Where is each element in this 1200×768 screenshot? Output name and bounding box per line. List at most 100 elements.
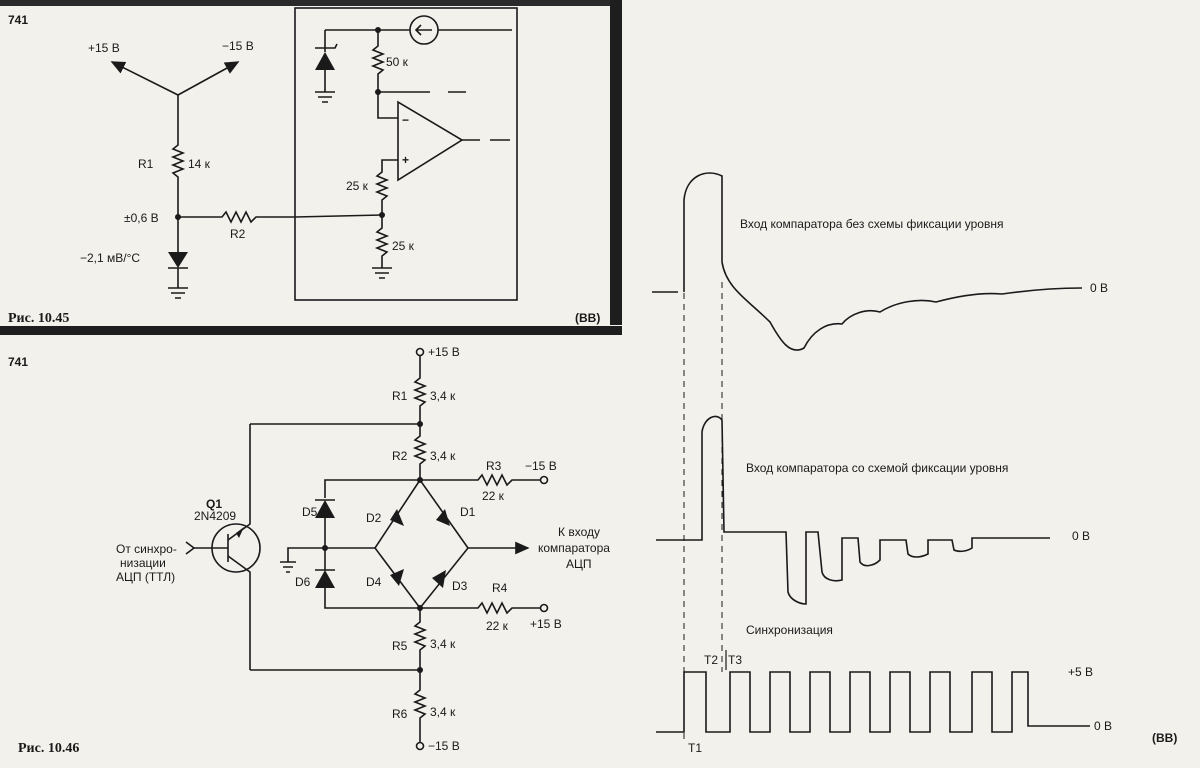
r4-terminal [539, 603, 549, 613]
zener-diode [315, 52, 335, 70]
caption-10-45: Рис. 10.45 [8, 311, 69, 326]
top-supply-terminal [415, 347, 425, 357]
t1-label: T1 [688, 741, 702, 755]
waveform-unclamped [652, 172, 1083, 351]
r3-value: 22 к [482, 489, 505, 503]
d5-top-wire [324, 479, 420, 498]
resistor-50k [370, 30, 386, 92]
op-amp-plus: + [402, 153, 409, 167]
r1b-value: 3,4 к [430, 389, 456, 403]
r1-name: R1 [138, 157, 154, 171]
output-label-3: АЦП [566, 557, 592, 571]
diode-cathode [168, 267, 188, 288]
diode-d6 [315, 570, 335, 588]
caption-10-46: Рис. 10.46 [18, 741, 79, 756]
r25k-b-label: 25 к [392, 239, 415, 253]
r4-supply: +15 В [530, 617, 562, 631]
waveform-sync-zero: 0 В [1094, 719, 1112, 733]
clamp-ground [280, 547, 325, 573]
t3-label: T3 [728, 653, 742, 667]
resistor-r2-b [412, 424, 428, 480]
resistor-r5 [412, 608, 428, 670]
diode-tc-label: −2,1 мВ/°С [80, 251, 140, 265]
current-source [409, 15, 439, 45]
t2-label: T2 [704, 653, 718, 667]
waveform-clamped-zero: 0 В [1072, 529, 1090, 543]
op-amp-minus: − [402, 113, 409, 127]
d6-label: D6 [295, 575, 311, 589]
inv-input-wire [377, 92, 398, 119]
q1-part: 2N4209 [194, 509, 236, 523]
resistor-r1 [170, 95, 186, 217]
top-supply-label: +15 В [428, 345, 460, 359]
q1-emitter [227, 424, 251, 541]
waveform-unclamped-title: Вход компаратора без схемы фиксации уров… [740, 217, 1003, 231]
current-arrow-icon [414, 24, 432, 36]
input-label-3: АЦП (ТТЛ) [116, 570, 175, 584]
resistor-r4 [420, 601, 540, 615]
resistor-r6 [412, 670, 428, 742]
separator-rule [0, 326, 622, 335]
node-voltage-label: ±0,6 В [124, 211, 159, 225]
waveform-unclamped-zero: 0 В [1090, 281, 1108, 295]
waveform-clamped [656, 415, 1050, 605]
q1-emitter-arrow-icon [236, 527, 244, 538]
r3-name: R3 [486, 459, 502, 473]
r3-terminal [539, 475, 549, 485]
resistor-r2 [178, 210, 295, 224]
op-amp [397, 100, 464, 182]
r4-name: R4 [492, 581, 508, 595]
ground-symbol-a [168, 287, 188, 299]
r2b-name: R2 [392, 449, 408, 463]
d3-label: D3 [452, 579, 468, 593]
waveform-sync-high: +5 В [1068, 665, 1093, 679]
output-label-2: компаратора [538, 541, 610, 555]
resistor-r3 [420, 473, 540, 487]
r4-value: 22 к [486, 619, 509, 633]
input-label-2: низации [120, 556, 166, 570]
r2-to-divider [294, 214, 383, 218]
credit-waveforms: (ВВ) [1152, 731, 1177, 745]
diode-d4 [390, 569, 404, 586]
q1-collector [227, 555, 251, 670]
waveform-clamped-title: Вход компаратора со схемой фиксации уров… [746, 461, 1008, 475]
resistor-r1-b [412, 356, 428, 424]
credit-10-45: (ВВ) [575, 311, 600, 325]
waveform-sync-title: Синхронизация [746, 623, 833, 637]
supply-arrow-minus [177, 61, 240, 96]
vertical-rule [610, 0, 622, 325]
ic-label-741-b: 741 [8, 355, 28, 369]
bottom-supply-label: −15 В [428, 739, 460, 753]
r3-supply: −15 В [525, 459, 557, 473]
resistor-25k-b [374, 215, 390, 268]
top-rule [0, 0, 622, 6]
d4-label: D4 [366, 575, 382, 589]
r1b-name: R1 [392, 389, 408, 403]
q1-name: Q1 [206, 497, 222, 511]
r25k-a-label: 25 к [346, 179, 369, 193]
output-label-1: К входу [558, 525, 600, 539]
d5-label: D5 [302, 505, 318, 519]
d5-wire [315, 499, 335, 548]
r6-name: R6 [392, 707, 408, 721]
bottom-supply-terminal [415, 741, 425, 751]
r5-value: 3,4 к [430, 637, 456, 651]
temp-diode [168, 252, 188, 268]
ic-741-box [294, 7, 518, 301]
diode-d5 [315, 500, 335, 518]
diode-d3 [432, 570, 446, 588]
supply-arrow-plus [110, 61, 179, 96]
r2-name: R2 [230, 227, 246, 241]
ic-label-741-a: 741 [8, 13, 28, 27]
q1-input-chevron-icon [185, 541, 196, 555]
figure-10-46: 741 +15 В R1 3,4 к R2 3,4 к R3 22 к −15 … [8, 345, 610, 756]
r1-value: 14 к [188, 157, 211, 171]
r2b-value: 3,4 к [430, 449, 456, 463]
r5-name: R5 [392, 639, 408, 653]
supply-minus-label: −15 В [222, 39, 254, 53]
diode-d2 [390, 509, 404, 526]
r6-value: 3,4 к [430, 705, 456, 719]
waveform-panel: Вход компаратора без схемы фиксации уров… [652, 172, 1177, 755]
diode-d1 [436, 509, 450, 526]
zener-bar [315, 43, 338, 49]
